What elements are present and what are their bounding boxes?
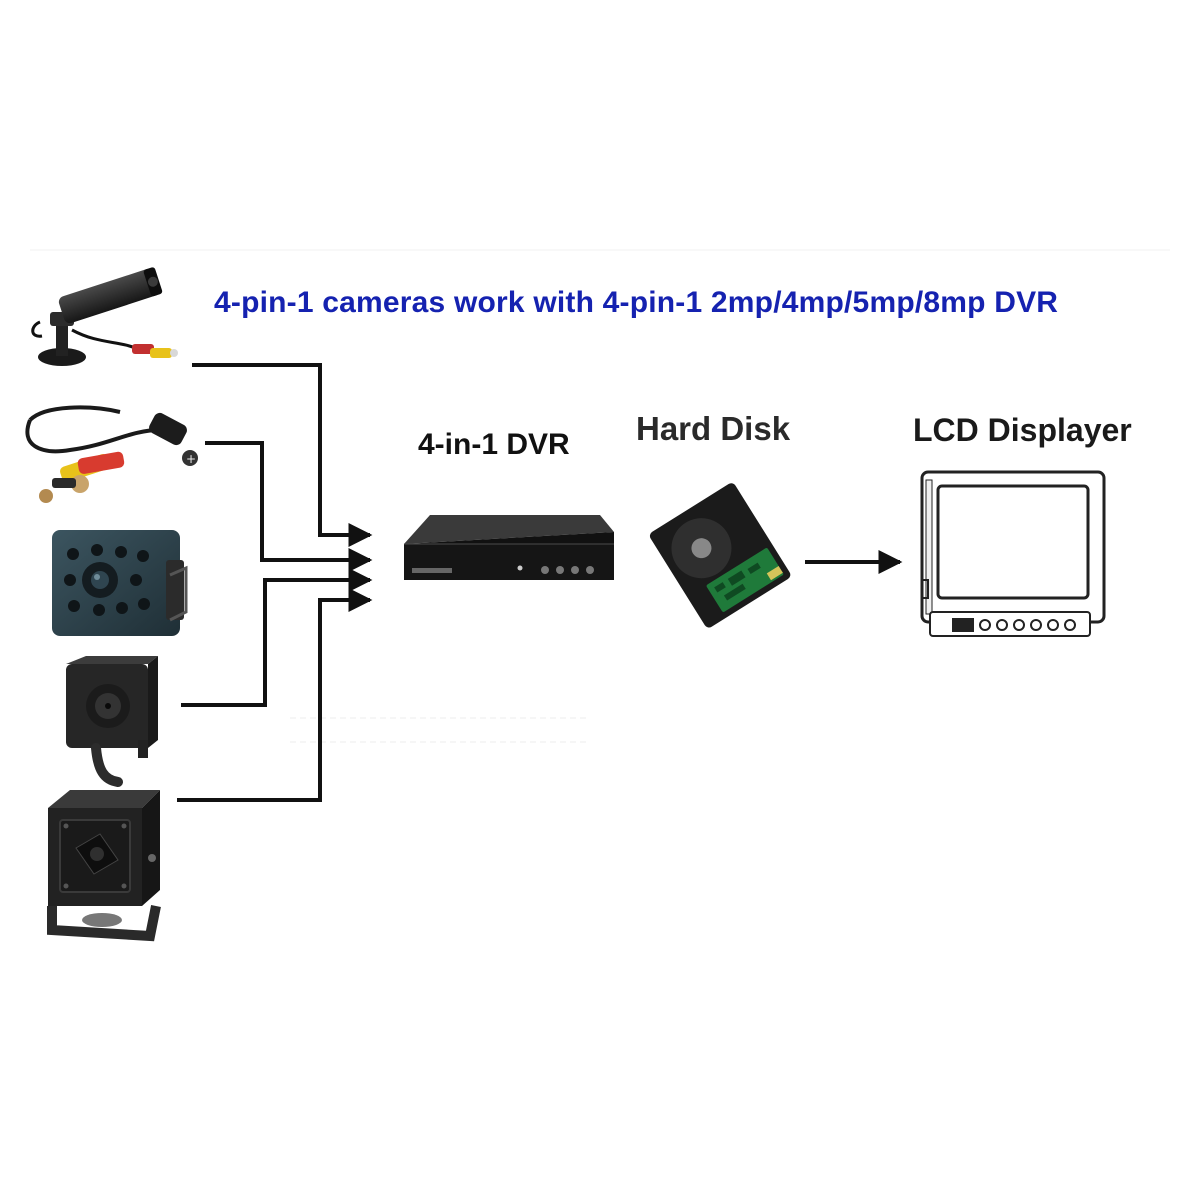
background-artifacts	[30, 249, 1170, 743]
hard-disk-label: Hard Disk	[636, 410, 791, 447]
dvr-device-icon	[404, 515, 614, 580]
lcd-monitor-icon	[920, 470, 1106, 637]
ir-board-camera-icon	[52, 530, 188, 636]
square-pinhole-camera-icon	[47, 790, 161, 942]
svg-text:+: +	[186, 452, 196, 466]
camera-wiring-lines	[177, 363, 373, 802]
bullet-camera-icon	[31, 267, 178, 366]
dvr-label: 4-in-1 DVR	[418, 428, 570, 461]
lcd-displayer-label: LCD Displayer	[913, 412, 1132, 448]
cable-pinhole-camera-icon: +	[25, 405, 198, 503]
diagram-headline: 4-pin-1 cameras work with 4-pin-1 2mp/4m…	[214, 286, 1059, 319]
mini-pinhole-camera-icon	[66, 656, 158, 787]
hard-disk-icon	[649, 483, 791, 628]
